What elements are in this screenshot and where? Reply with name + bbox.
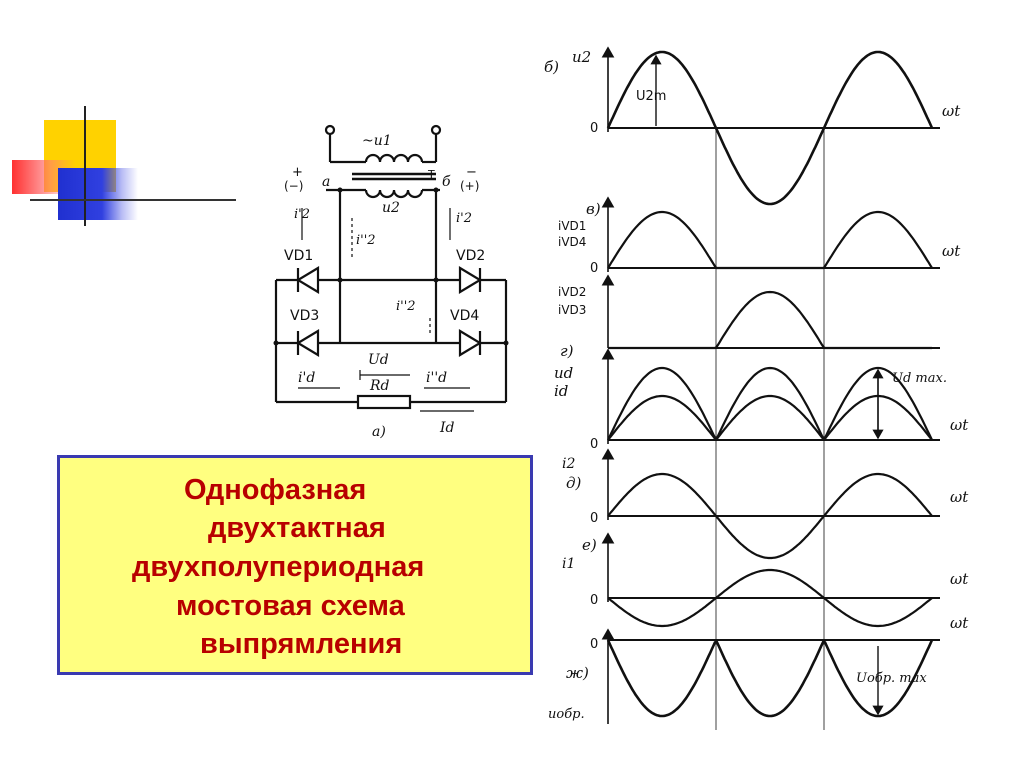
wave-i-vd2-vd3: [608, 290, 932, 350]
label-u-obr-axis: uобр.: [548, 707, 585, 722]
label-zero-v: 0: [590, 261, 598, 276]
label-panel-g: г): [560, 342, 574, 360]
wave-i1: [607, 568, 933, 628]
label-id-axis: id: [554, 382, 568, 400]
title-line-4: мостовая схема: [176, 590, 405, 622]
label-rd: Rd: [369, 378, 390, 394]
input-terminal-right: [430, 124, 442, 136]
label-u2: u2: [382, 200, 400, 216]
input-terminal-left: [324, 124, 336, 136]
label-U-obr-max: Uобр. max: [856, 671, 927, 686]
label-node-b: б: [442, 174, 451, 190]
waveform-diagram: б) u2 U2m 0 ωt в) iVD1 iVD4 0 ωt iVD2 iV…: [544, 46, 969, 730]
label-panel-b: б): [544, 58, 559, 76]
label-U2m: U2m: [636, 89, 666, 104]
label-i-vd2: iVD2: [558, 285, 586, 299]
wave-i-vd1-vd4: [607, 210, 933, 270]
label-i-vd4: iVD4: [558, 235, 586, 249]
diode-vd2: [458, 266, 483, 294]
label-panel-e: е): [582, 536, 597, 554]
label-panel-d: д): [566, 474, 582, 492]
diode-vd3: [295, 329, 320, 357]
label-zero-d: 0: [590, 511, 598, 526]
primary-winding: [364, 153, 424, 163]
label-omega-t-d: ωt: [950, 488, 969, 506]
label-omega-t-v: ωt: [942, 242, 961, 260]
label-i2-right: i'2: [456, 211, 472, 226]
wave-ud: [607, 366, 933, 441]
diode-vd4: [458, 329, 483, 357]
label-vd1: VD1: [284, 248, 313, 264]
label-omega-t-b: ωt: [942, 102, 961, 120]
diode-vd1: [295, 266, 320, 294]
label-ud-axis: ud: [554, 364, 573, 382]
deco-blue-square: [58, 168, 138, 220]
label-vd2: VD2: [456, 248, 485, 264]
label-i2-axis: i2: [562, 456, 575, 472]
title-line-3: двухполупериодная: [132, 551, 425, 583]
title-box: Однофазная двухтактная двухполупериодная…: [57, 455, 533, 675]
label-omega-t-g: ωt: [950, 416, 969, 434]
title-line-2: двухтактная: [208, 512, 386, 544]
label-u1: ~u1: [362, 133, 392, 149]
label-Id: Id: [439, 420, 455, 436]
label-ud: Ud: [368, 352, 389, 368]
bridge-circuit-diagram: ~u1 u2 a б T + (−) − (+) i'2 i''2 i'2 i'…: [273, 124, 509, 440]
title-line-5: выпрямления: [200, 628, 403, 660]
deco-horizontal-line: [30, 199, 236, 201]
label-i2-left: i'2: [294, 207, 310, 222]
label-u2-axis: u2: [572, 48, 591, 66]
label-zero-b: 0: [590, 121, 598, 136]
label-omega-t-zh: ωt: [950, 614, 969, 632]
wave-i2: [607, 472, 933, 560]
label-Udmax: Ud max.: [892, 371, 947, 386]
label-polarity-b-top: −: [466, 165, 477, 180]
title-line-1: Однофазная: [184, 474, 367, 506]
label-caption-a: а): [372, 424, 386, 440]
label-node-a: a: [322, 174, 330, 190]
label-polarity-a: (−): [284, 179, 303, 193]
wave-id: [607, 394, 933, 441]
label-vd4: VD4: [450, 308, 479, 324]
label-i-vd3: iVD3: [558, 303, 586, 317]
deco-vertical-line: [84, 106, 86, 226]
wave-u2: [606, 50, 934, 206]
label-id-right: i''d: [426, 370, 447, 386]
label-i2-mid: i''2: [356, 233, 376, 248]
label-i1-axis: i1: [562, 556, 575, 572]
label-zero-zh: 0: [590, 637, 598, 652]
label-panel-v: в): [586, 200, 601, 218]
label-zero-e: 0: [590, 593, 598, 608]
wave-u-obr: [606, 639, 934, 718]
label-panel-zh: ж): [566, 664, 589, 682]
label-vd3: VD3: [290, 308, 319, 324]
label-i-vd1: iVD1: [558, 219, 586, 233]
load-resistor: [356, 394, 412, 410]
label-id-left: i'd: [298, 370, 315, 386]
label-polarity-b: (+): [460, 179, 479, 193]
label-i2-bottom: i''2: [396, 299, 416, 314]
label-zero-g: 0: [590, 437, 598, 452]
secondary-winding: [364, 189, 424, 199]
label-node-T: T: [427, 168, 435, 181]
label-omega-t-e: ωt: [950, 570, 969, 588]
label-polarity-a-top: +: [292, 165, 303, 180]
